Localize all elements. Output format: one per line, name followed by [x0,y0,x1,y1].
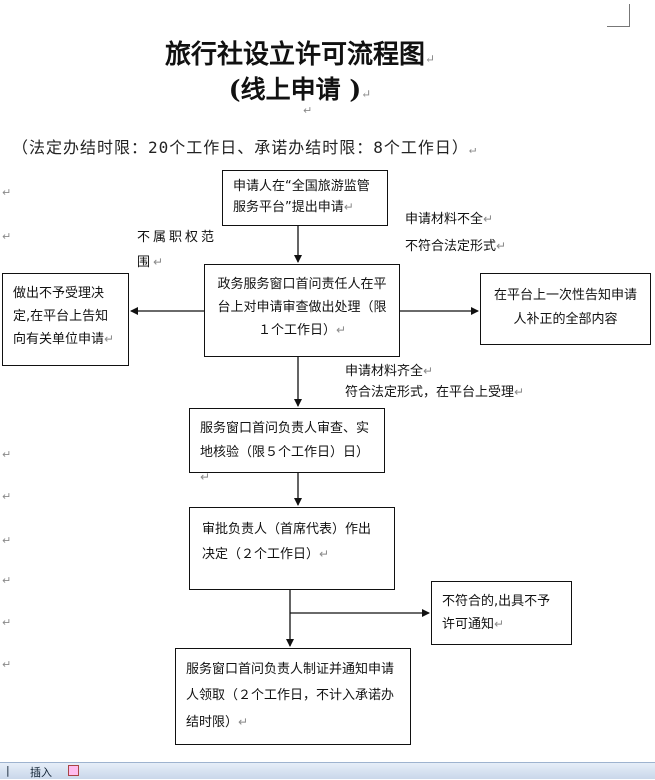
paragraph-mark: ↵ [361,87,372,101]
paragraph-mark: ↵ [2,448,12,461]
diagram-subtitle-line: (线上申请 )↵ [228,75,372,104]
bottom-toolbar: | 插入 [0,762,655,779]
paragraph-mark: ↵ [303,104,313,117]
paragraph-mark: ↵ [2,186,12,199]
diagram-title: 旅行社设立许可流程图↵ [164,40,436,70]
node-notify-supplement: 在平台上一次性告知申请人补正的全部内容 [480,273,651,345]
document-icon[interactable] [68,765,79,776]
node-onsite-check: 服务窗口首问负责人审查、实地核验（限５个工作日）日）↵ [189,408,385,484]
node-non-compliant: 不符合的,出具不予许可通知↵ [431,581,572,645]
insert-tab[interactable]: 插入 [30,766,52,779]
node-window-review: 政务服务窗口首问责任人在平台上对申请审查做出处理（限１个工作日）↵ [204,264,400,357]
page-corner-mark [607,4,630,27]
label-out-of-scope: 不属职权范围↵ [137,230,218,270]
paragraph-mark: ↵ [2,230,12,243]
node-certificate-issuance: 服务窗口首问负责人制证并通知申请人领取（２个工作日，不计入承诺办结时限）↵ [175,648,411,745]
label-materials-complete: 申请材料齐全↵ [345,364,434,379]
node-not-accepted: 做出不予受理决定,在平台上告知向有关单位申请↵ [2,273,129,366]
paragraph-mark: ↵ [2,534,12,547]
paragraph-mark: ↵ [2,490,12,503]
label-accepted-on-platform: 符合法定形式，在平台上受理↵ [345,385,525,400]
label-materials-incomplete: 申请材料不全↵ [405,212,494,227]
paragraph-mark: ↵ [2,658,12,671]
toolbar-divider: | [6,764,10,777]
time-limit-note: （法定办结时限：20个工作日、承诺办结时限：8个工作日）↵ [12,138,478,157]
label-not-legal-form: 不符合法定形式↵ [405,239,507,254]
paragraph-mark: ↵ [424,52,436,66]
node-applicant-submits: 申请人在“全国旅游监管服务平台”提出申请↵ [222,170,388,226]
paragraph-mark: ↵ [2,574,12,587]
paragraph-mark: ↵ [2,616,12,629]
node-approval-decision: 审批负责人（首席代表）作出决定（２个工作日）↵ [189,507,395,590]
